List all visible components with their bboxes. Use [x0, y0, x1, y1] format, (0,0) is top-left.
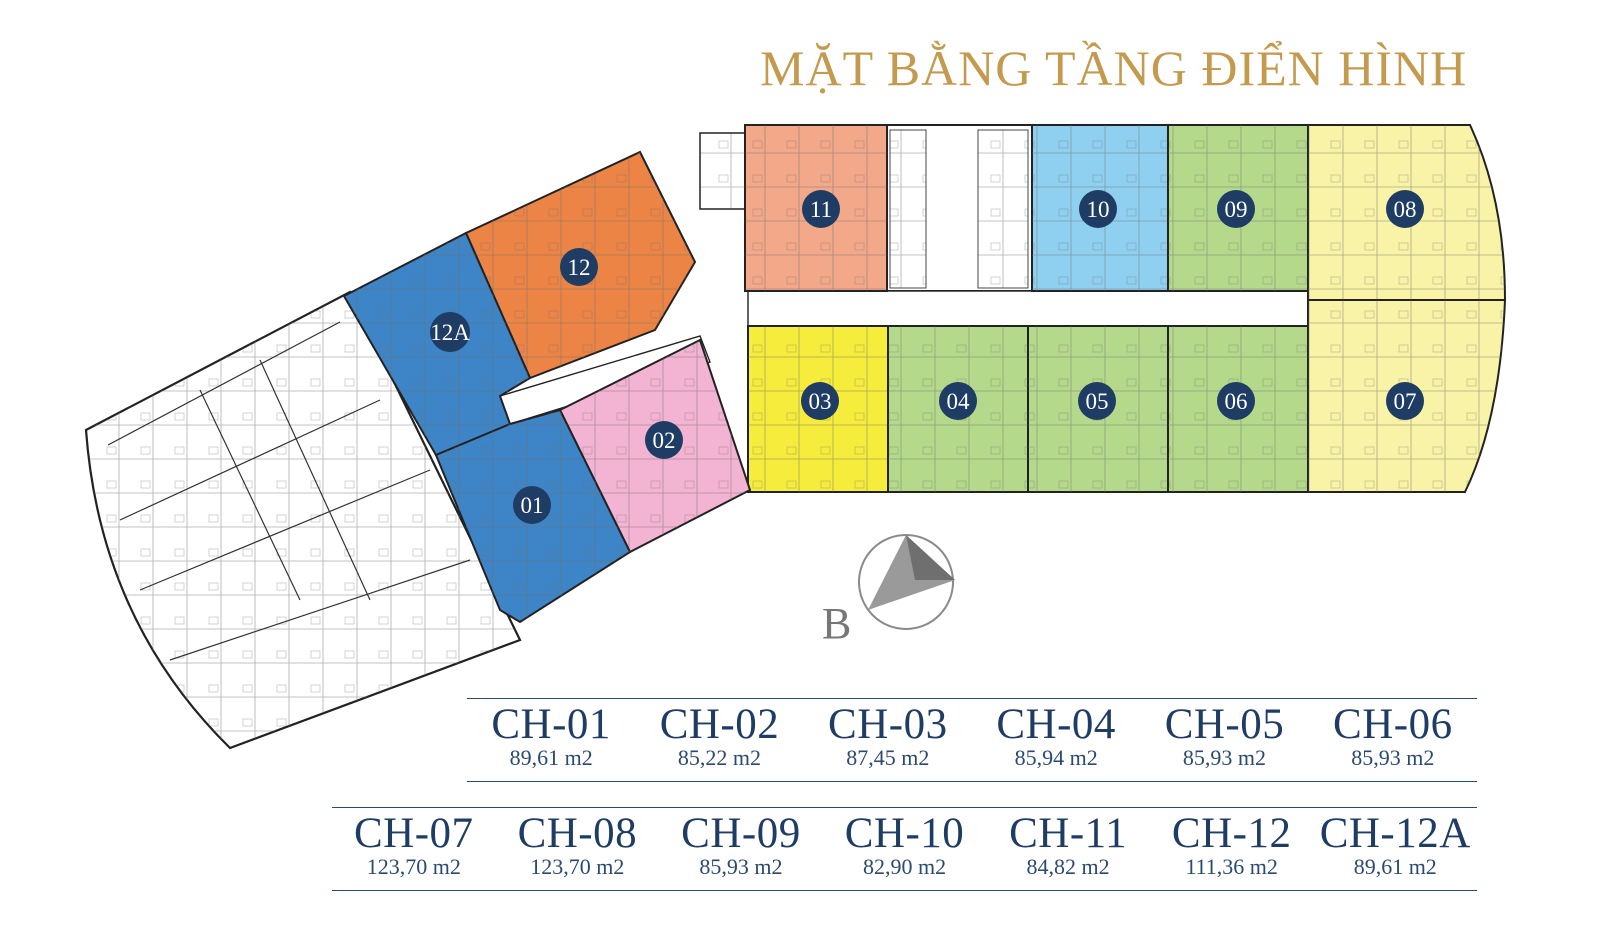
legend-code: CH-11 [1009, 810, 1128, 857]
unit-12[interactable]: 12 [464, 150, 697, 380]
svg-text:12: 12 [568, 255, 591, 280]
unit-04-marker [939, 382, 977, 420]
legend-row-1: CH-01 89,61 m2 CH-02 85,22 m2 CH-03 87,4… [467, 698, 1477, 782]
compass-icon [858, 534, 955, 630]
svg-text:07: 07 [1394, 389, 1417, 414]
legend-area: 84,82 m2 [1026, 854, 1110, 879]
legend-code: CH-07 [354, 810, 474, 857]
unit-01[interactable]: 01 [434, 408, 632, 624]
legend-area: 123,70 m2 [530, 854, 625, 879]
legend-code: CH-08 [517, 810, 638, 857]
unit-10[interactable]: 10 [1031, 124, 1169, 292]
legend-code: CH-10 [844, 810, 965, 857]
west-wing-block [84, 290, 522, 750]
legend-area: 82,90 m2 [862, 854, 947, 879]
legend-item-ch12a: CH-12A 89,61 m2 [1313, 808, 1477, 890]
legend-code: CH-06 [1333, 701, 1453, 748]
unit-09-marker [1217, 190, 1255, 228]
svg-text:08: 08 [1394, 197, 1417, 222]
unit-08[interactable]: 08 [1307, 124, 1507, 301]
legend-area: 89,61 m2 [509, 745, 593, 770]
unit-09[interactable]: 09 [1167, 124, 1309, 292]
legend-item-ch03: CH-03 87,45 m2 [804, 699, 972, 781]
legend-area: 89,61 m2 [1353, 854, 1437, 879]
legend-area: 85,93 m2 [1351, 745, 1435, 770]
legend-area: 85,22 m2 [677, 745, 762, 770]
unit-08-marker [1386, 190, 1424, 228]
legend-code: CH-01 [491, 701, 611, 748]
unit-07[interactable]: 07 [1307, 299, 1507, 493]
svg-text:01: 01 [521, 493, 544, 518]
legend-item-ch08: CH-08 123,70 m2 [496, 808, 660, 890]
lift-core [886, 124, 1033, 292]
legend-item-ch02: CH-02 85,22 m2 [635, 699, 803, 781]
legend-code: CH-12A [1319, 810, 1471, 857]
legend-item-ch04: CH-04 85,94 m2 [972, 699, 1140, 781]
legend-item-ch06: CH-06 85,93 m2 [1309, 699, 1477, 781]
svg-text:03: 03 [809, 389, 832, 414]
svg-text:04: 04 [947, 389, 971, 414]
legend-item-ch12: CH-12 111,36 m2 [1150, 808, 1314, 890]
unit-06[interactable]: 06 [1167, 325, 1309, 493]
legend-area: 87,45 m2 [846, 745, 930, 770]
svg-text:06: 06 [1225, 389, 1248, 414]
legend-code: CH-09 [681, 810, 801, 857]
legend-area: 111,36 m2 [1185, 854, 1278, 879]
unit-05-marker [1078, 382, 1116, 420]
unit-11-marker [802, 190, 840, 228]
svg-text:02: 02 [653, 428, 676, 453]
legend-code: CH-12 [1171, 810, 1292, 857]
corridor [499, 290, 1354, 425]
legend-code: CH-03 [828, 701, 948, 748]
unit-04[interactable]: 04 [887, 325, 1029, 493]
unit-01-marker [513, 486, 551, 524]
svg-text:05: 05 [1086, 389, 1109, 414]
legend-area: 85,93 m2 [699, 854, 783, 879]
page-title: MẶT BẰNG TẦNG ĐIỂN HÌNH [760, 40, 1468, 96]
stair-north [699, 132, 747, 210]
unit-02-marker [645, 421, 683, 459]
unit-10-marker [1079, 190, 1117, 228]
svg-text:11: 11 [810, 197, 832, 222]
legend-area: 85,94 m2 [1014, 745, 1098, 770]
legend-item-ch01: CH-01 89,61 m2 [467, 699, 635, 781]
legend-code: CH-04 [996, 701, 1116, 748]
legend-item-ch07: CH-07 123,70 m2 [332, 808, 496, 890]
legend-area: 85,93 m2 [1182, 745, 1267, 770]
legend-area: 123,70 m2 [366, 854, 461, 879]
legend-item-ch10: CH-10 82,90 m2 [823, 808, 987, 890]
unit-12a-marker [430, 312, 470, 352]
legend-row-2: CH-07 123,70 m2 CH-08 123,70 m2 CH-09 85… [332, 807, 1477, 891]
legend-code: CH-02 [659, 701, 780, 748]
unit-07-marker [1386, 382, 1424, 420]
svg-text:09: 09 [1225, 197, 1248, 222]
unit-12-marker [560, 248, 598, 286]
unit-03-marker [801, 382, 839, 420]
legend-item-ch11: CH-11 84,82 m2 [986, 808, 1150, 890]
legend-item-ch09: CH-09 85,93 m2 [659, 808, 823, 890]
svg-text:10: 10 [1087, 197, 1110, 222]
unit-03[interactable]: 03 [747, 325, 889, 493]
unit-11[interactable]: 11 [744, 124, 888, 292]
legend-code: CH-05 [1164, 701, 1285, 748]
compass-letter: B [822, 599, 852, 648]
unit-02[interactable]: 02 [558, 338, 752, 554]
unit-06-marker [1217, 382, 1255, 420]
unit-05[interactable]: 05 [1027, 325, 1169, 493]
unit-12a[interactable]: 12A [342, 231, 532, 457]
legend-item-ch05: CH-05 85,93 m2 [1140, 699, 1308, 781]
svg-text:12A: 12A [430, 320, 470, 345]
